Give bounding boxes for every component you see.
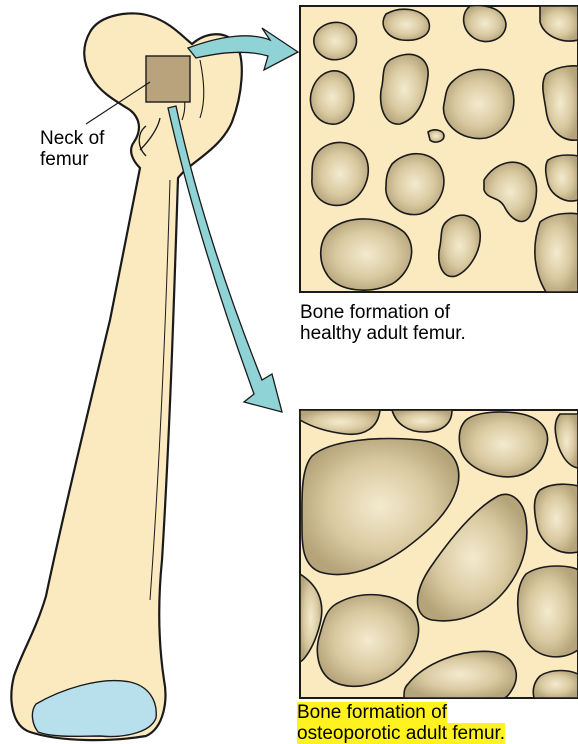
pore bbox=[535, 213, 578, 292]
pore bbox=[383, 9, 429, 40]
osteoporotic-caption: Bone formation of osteoporotic adult fem… bbox=[297, 702, 505, 744]
neck-label-line2: femur bbox=[40, 149, 104, 170]
pore bbox=[386, 154, 444, 215]
osteoporotic-bone-panel bbox=[300, 410, 578, 698]
neck-label-line1: Neck of bbox=[40, 128, 104, 149]
pore bbox=[321, 219, 412, 290]
pore bbox=[314, 22, 357, 59]
pore bbox=[443, 69, 513, 138]
healthy-caption: Bone formation of healthy adult femur. bbox=[300, 302, 466, 344]
osteo-caption-line2: osteoporotic adult femur. bbox=[297, 723, 505, 744]
neck-of-femur-label: Neck of femur bbox=[40, 128, 104, 170]
healthy-caption-line1: Bone formation of bbox=[300, 302, 466, 323]
osteo-caption-line1: Bone formation of bbox=[297, 702, 447, 723]
femur-bone bbox=[11, 13, 241, 740]
pore bbox=[428, 130, 444, 142]
healthy-bone-panel bbox=[300, 6, 578, 292]
healthy-caption-line2: healthy adult femur. bbox=[300, 323, 466, 344]
arrow-to-osteoporotic bbox=[168, 106, 282, 412]
neck-highlight-box bbox=[146, 56, 190, 102]
